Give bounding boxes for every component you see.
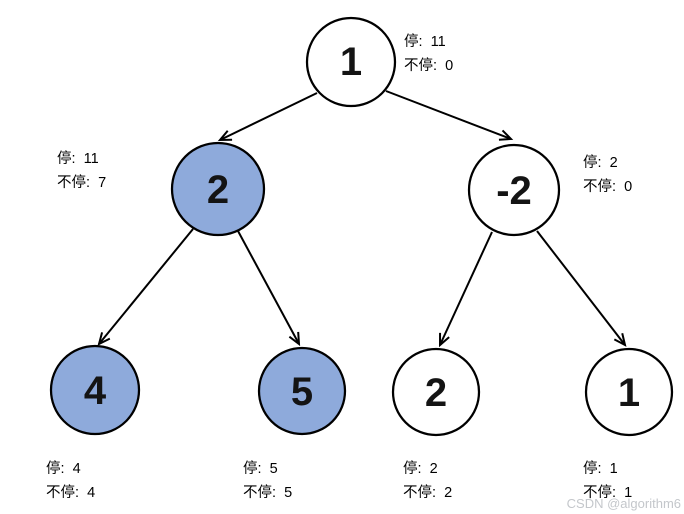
- arrowhead-icon: [217, 130, 233, 142]
- node-right-value: -2: [496, 169, 532, 213]
- node-leftleft-nostop-label: 不停: 4: [46, 484, 95, 501]
- stat-labels: 停: 11 不停: 0 停: 11 不停: 7 停: 2 不停: 0 停: 4 …: [46, 33, 632, 501]
- node-left-nostop-label: 不停: 7: [57, 174, 106, 191]
- edge-left-leftright: [237, 230, 300, 345]
- node-right-stop-label: 停: 2: [583, 154, 618, 171]
- node-root-value: 1: [340, 40, 362, 84]
- node-rightright-nostop-label: 不停: 1: [583, 484, 632, 501]
- edges: [97, 90, 627, 348]
- node-root: 1: [305, 16, 397, 108]
- node-root-nostop-label: 不停: 0: [404, 57, 453, 74]
- node-leftleft: 4: [49, 344, 141, 436]
- node-right-circle: [467, 143, 561, 237]
- node-right-nostop-label: 不停: 0: [583, 178, 632, 195]
- node-rightleft-value: 2: [425, 371, 447, 415]
- node-rightright: 1: [584, 347, 674, 437]
- node-rightleft-stop-label: 停: 2: [403, 460, 438, 477]
- node-rightright-stop-label: 停: 1: [583, 460, 618, 477]
- node-left-circle: [170, 141, 266, 237]
- edge-right-rightright: [536, 230, 626, 346]
- arrowhead-icon: [288, 331, 301, 347]
- node-leftleft-circle: [49, 344, 141, 436]
- node-left: 2: [170, 141, 266, 237]
- watermark: CSDN @algorithm6: [567, 496, 681, 511]
- nodes: 1 2 -2 4 5 2 1: [49, 16, 674, 437]
- node-rightleft-circle: [391, 347, 481, 437]
- node-leftright-circle: [257, 346, 347, 436]
- arrowhead-icon: [613, 333, 627, 347]
- edge-left-leftleft: [98, 228, 194, 345]
- node-right: -2: [467, 143, 561, 237]
- node-rightleft: 2: [391, 347, 481, 437]
- node-rightleft-nostop-label: 不停: 2: [403, 484, 452, 501]
- node-left-value: 2: [207, 168, 229, 212]
- node-left-stop-label: 停: 11: [57, 150, 99, 167]
- edge-root-right: [385, 90, 512, 140]
- node-leftright-stop-label: 停: 5: [243, 460, 278, 477]
- edge-right-rightleft: [439, 231, 493, 346]
- node-leftright-value: 5: [291, 370, 313, 414]
- arrowhead-icon: [498, 129, 514, 141]
- node-leftleft-value: 4: [84, 369, 107, 413]
- node-rightright-circle: [584, 347, 674, 437]
- node-leftright-nostop-label: 不停: 5: [243, 484, 292, 501]
- node-root-circle: [305, 16, 397, 108]
- arrowhead-icon: [97, 332, 111, 346]
- edge-root-left: [219, 92, 318, 141]
- node-leftright: 5: [257, 346, 347, 436]
- node-root-stop-label: 停: 11: [404, 33, 446, 50]
- arrowhead-icon: [438, 332, 450, 348]
- node-rightright-value: 1: [618, 371, 640, 415]
- node-leftleft-stop-label: 停: 4: [46, 460, 81, 477]
